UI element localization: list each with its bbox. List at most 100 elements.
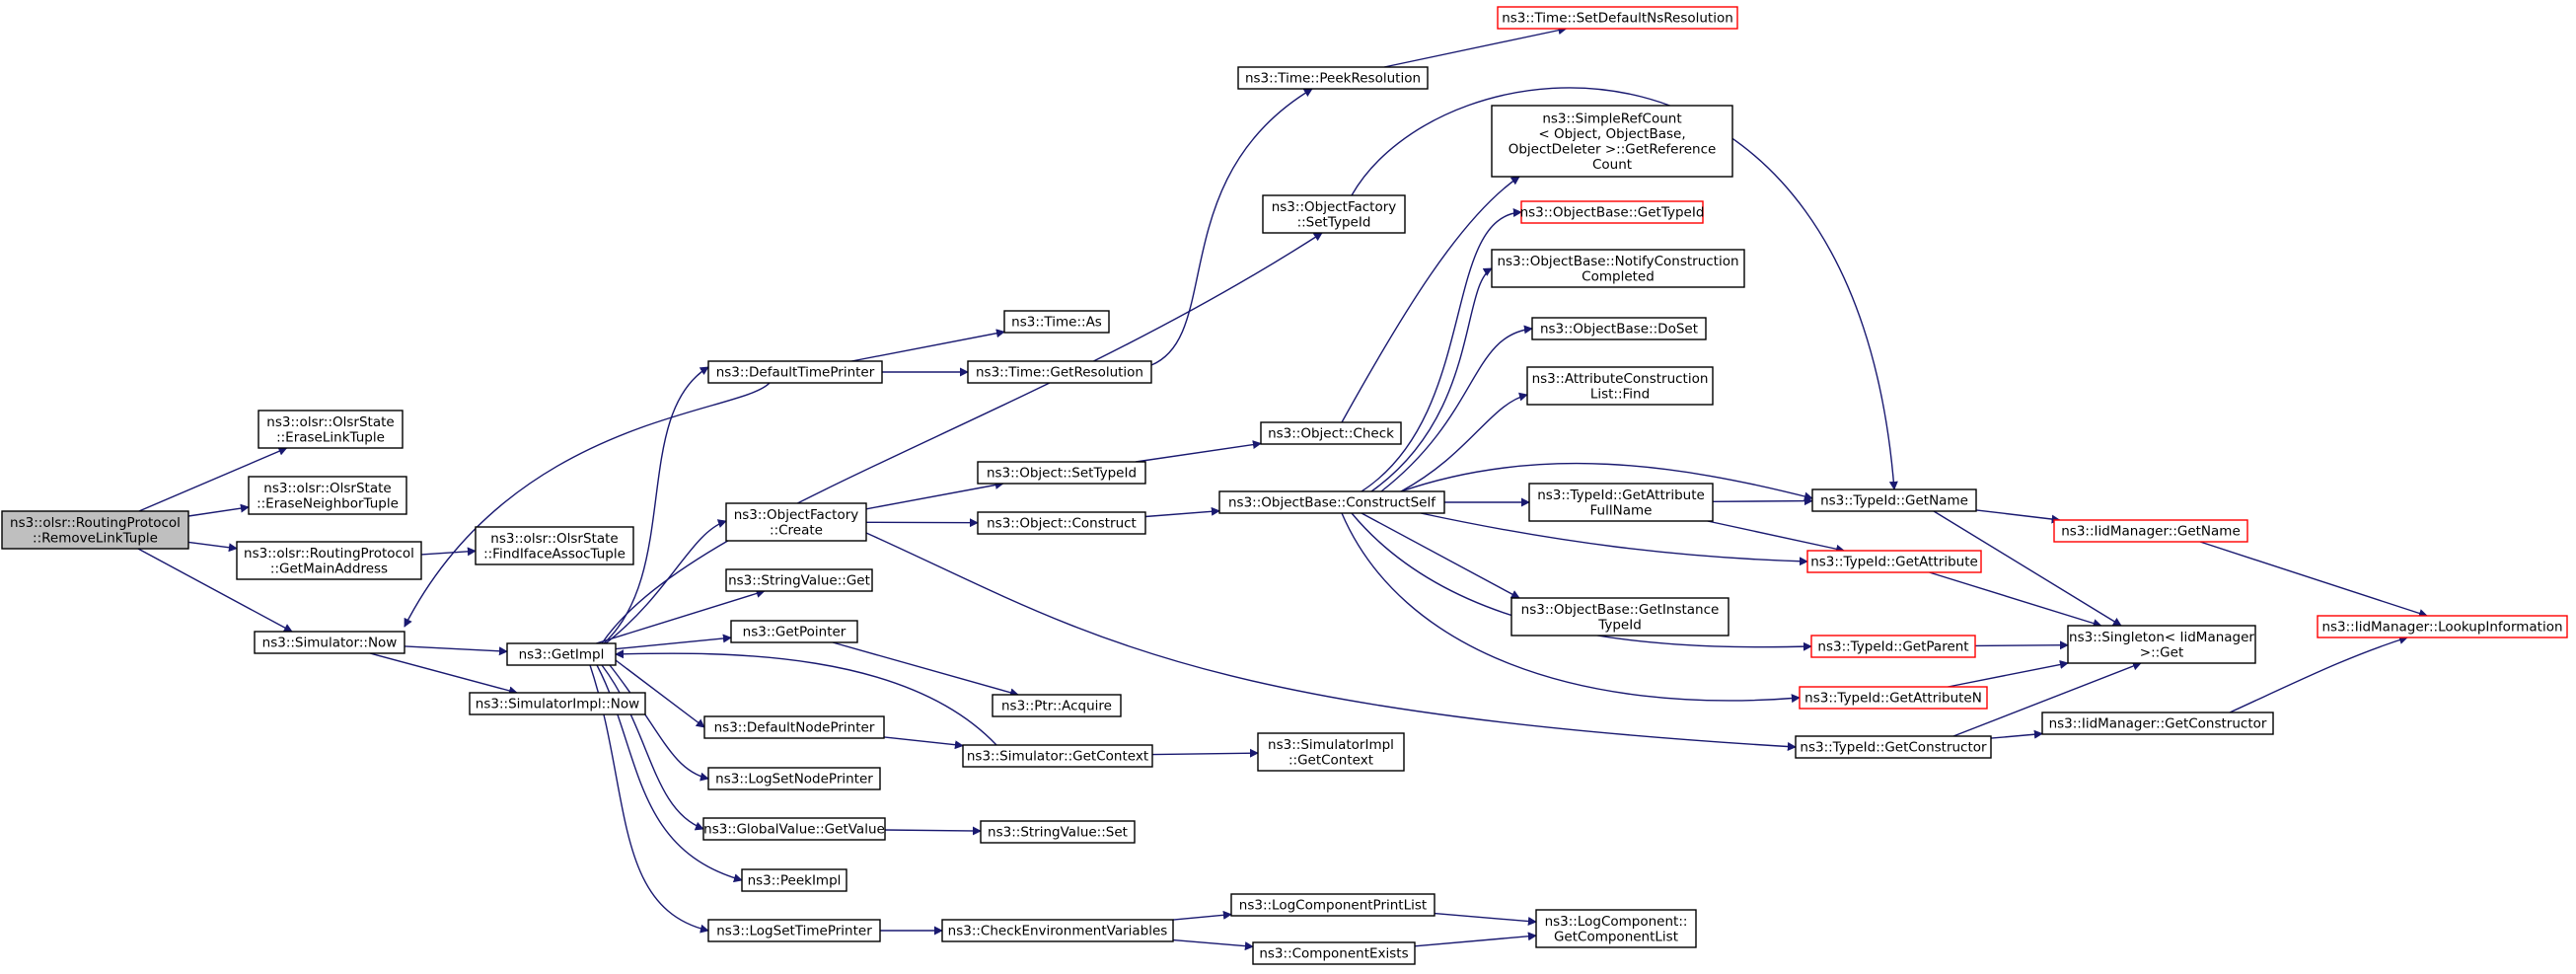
node-peekImpl[interactable]: ns3::PeekImpl	[741, 868, 847, 892]
node-logSetNodePrinter[interactable]: ns3::LogSetNodePrinter	[707, 767, 881, 790]
node-stringValueSet[interactable]: ns3::StringValue::Set	[980, 820, 1136, 844]
node-label-line: ns3::Simulator::GetContext	[967, 749, 1148, 765]
node-simNow[interactable]: ns3::Simulator::Now	[254, 631, 405, 654]
node-objFactoryCreate[interactable]: ns3::ObjectFactory::Create	[725, 502, 867, 542]
node-typeIdGetAttribute[interactable]: ns3::TypeId::GetAttribute	[1806, 550, 1982, 573]
edge-root-to-simNow	[137, 548, 293, 633]
edge-root-to-eraseLink	[138, 447, 288, 512]
node-simpleRefCount[interactable]: ns3::SimpleRefCount< Object, ObjectBase,…	[1491, 105, 1733, 178]
node-timeAs[interactable]: ns3::Time::As	[1003, 310, 1110, 334]
node-objBaseGetTypeId[interactable]: ns3::ObjectBase::GetTypeId	[1520, 200, 1705, 224]
node-box	[2041, 712, 2274, 735]
node-typeIdGetParent[interactable]: ns3::TypeId::GetParent	[1810, 635, 1976, 658]
node-box	[1252, 941, 1416, 965]
node-doSet[interactable]: ns3::ObjectBase::DoSet	[1531, 317, 1707, 340]
node-notifyConstruction[interactable]: ns3::ObjectBase::NotifyConstructionCompl…	[1491, 249, 1745, 288]
edge-arrow-path	[601, 232, 1323, 644]
edge-arrow-path	[1420, 512, 1808, 566]
node-eraseLink[interactable]: ns3::olsr::OlsrState::EraseLinkTuple	[258, 410, 404, 449]
node-typeIdGetConstructor[interactable]: ns3::TypeId::GetConstructor	[1795, 735, 1992, 759]
node-box	[1531, 317, 1707, 340]
node-defaultTimePrinter[interactable]: ns3::DefaultTimePrinter	[707, 360, 883, 384]
node-singletonGet[interactable]: ns3::Singleton< IidManager >::Get	[2067, 625, 2256, 664]
node-defaultNodePrinter[interactable]: ns3::DefaultNodePrinter	[703, 715, 885, 739]
edge-arrow-path	[1383, 26, 1568, 68]
node-eraseNeighbor[interactable]: ns3::olsr::OlsrState::EraseNeighborTuple	[248, 476, 407, 515]
edge-arrow-path	[883, 736, 964, 750]
node-simGetContext[interactable]: ns3::Simulator::GetContext	[962, 744, 1153, 768]
node-objSetTypeId[interactable]: ns3::Object::SetTypeId	[977, 461, 1146, 485]
node-box	[2067, 625, 2256, 664]
edge-getImpl-to-stringValueGet	[596, 589, 766, 644]
node-box	[962, 744, 1153, 768]
node-label-line: ns3::AttributeConstruction	[1532, 371, 1709, 387]
edge-arrow-path	[615, 649, 997, 746]
node-simImplNow[interactable]: ns3::SimulatorImpl::Now	[469, 692, 646, 715]
node-timePeekResolution[interactable]: ns3::Time::PeekResolution	[1237, 66, 1429, 90]
edges-layer	[137, 26, 2428, 951]
edge-arrow-path	[187, 541, 238, 553]
node-objFactorySetTypeId[interactable]: ns3::ObjectFactory::SetTypeId	[1262, 194, 1406, 234]
node-label-line: < Object, ObjectBase,	[1538, 126, 1685, 142]
edge-arrow-path	[1975, 509, 2061, 524]
edge-arrow-path	[1974, 640, 2069, 650]
edge-objSetTypeId-to-objCheck	[1135, 440, 1262, 463]
node-box	[506, 642, 617, 666]
node-ptrAcquire[interactable]: ns3::Ptr::Acquire	[992, 694, 1122, 717]
node-iidLookup[interactable]: ns3::IidManager::LookupInformation	[2317, 615, 2568, 638]
edge-simGetContext-to-simImplGetContext	[1151, 748, 1259, 758]
edge-arrow-path	[1952, 661, 2142, 737]
node-logCompPrintList[interactable]: ns3::LogComponentPrintList	[1230, 893, 1435, 917]
node-box	[1218, 490, 1445, 514]
node-iidGetName[interactable]: ns3::IidManager::GetName	[2053, 519, 2248, 543]
edge-constructSelf-to-objBaseGetTypeId	[1361, 208, 1522, 492]
node-box	[1806, 550, 1982, 573]
node-typeIdGetAttributeN[interactable]: ns3::TypeId::GetAttributeN	[1799, 686, 1988, 710]
node-getPointer[interactable]: ns3::GetPointer	[730, 620, 858, 643]
edge-arrow-path	[609, 664, 709, 782]
node-getImpl[interactable]: ns3::GetImpl	[506, 642, 617, 666]
node-simImplGetContext[interactable]: ns3::SimulatorImpl::GetContext	[1257, 732, 1405, 772]
node-iidGetConstructor[interactable]: ns3::IidManager::GetConstructor	[2041, 712, 2274, 735]
edge-arrow-path	[1361, 208, 1522, 492]
node-constructSelf[interactable]: ns3::ObjectBase::ConstructSelf	[1218, 490, 1445, 514]
edge-globalValueGetValue-to-stringValueSet	[884, 826, 982, 836]
node-timeSetDefaultNs[interactable]: ns3::Time::SetDefaultNsResolution	[1497, 6, 1738, 30]
node-checkEnvVars[interactable]: ns3::CheckEnvironmentVariables	[941, 919, 1174, 942]
node-label-line: ns3::TypeId::GetParent	[1817, 639, 1968, 655]
node-box	[254, 631, 405, 654]
node-label-line: ns3::TypeId::GetAttribute	[1537, 487, 1705, 503]
node-objCheck[interactable]: ns3::Object::Check	[1260, 421, 1402, 445]
node-stringValueGet[interactable]: ns3::StringValue::Get	[725, 568, 873, 592]
node-label-line: Completed	[1582, 268, 1655, 284]
edge-iidGetConstructor-to-iidLookup	[2229, 636, 2408, 713]
edge-arrow-path	[1707, 520, 1846, 554]
node-findIface[interactable]: ns3::olsr::OlsrState::FindIfaceAssocTupl…	[475, 526, 634, 565]
node-box	[1491, 105, 1733, 178]
node-objConstruct[interactable]: ns3::Object::Construct	[977, 511, 1146, 535]
edge-objFactoryCreate-to-typeIdGetConstructor	[865, 532, 1797, 752]
node-logSetTimePrinter[interactable]: ns3::LogSetTimePrinter	[707, 919, 881, 942]
node-label-line: ::SetTypeId	[1297, 214, 1371, 230]
node-globalValueGetValue[interactable]: ns3::GlobalValue::GetValue	[702, 817, 886, 841]
edge-root-to-eraseNeighbor	[187, 503, 250, 517]
edge-arrow-path	[1400, 392, 1528, 492]
node-typeIdGetName[interactable]: ns3::TypeId::GetName	[1811, 488, 1977, 512]
node-label-line: ns3::IidManager::GetName	[2061, 524, 2241, 540]
edge-typeIdGetParent-to-singletonGet	[1974, 640, 2069, 650]
edge-constructSelf-to-doSet	[1380, 325, 1533, 492]
node-timeGetResolution[interactable]: ns3::Time::GetResolution	[967, 360, 1152, 384]
node-label-line: ns3::Ptr::Acquire	[1001, 699, 1112, 714]
edge-arrow-path	[615, 659, 705, 728]
node-box	[1257, 732, 1405, 772]
node-logCompGetList[interactable]: ns3::LogComponent::GetComponentList	[1535, 909, 1697, 948]
node-label-line: ns3::GlobalValue::GetValue	[703, 822, 885, 838]
node-componentExists[interactable]: ns3::ComponentExists	[1252, 941, 1416, 965]
node-label-line: ::FindIfaceAssocTuple	[483, 546, 626, 562]
node-getMainAddress[interactable]: ns3::olsr::RoutingProtocol::GetMainAddre…	[236, 541, 422, 580]
edge-checkEnvVars-to-componentExists	[1172, 938, 1254, 951]
node-box	[1491, 249, 1745, 288]
